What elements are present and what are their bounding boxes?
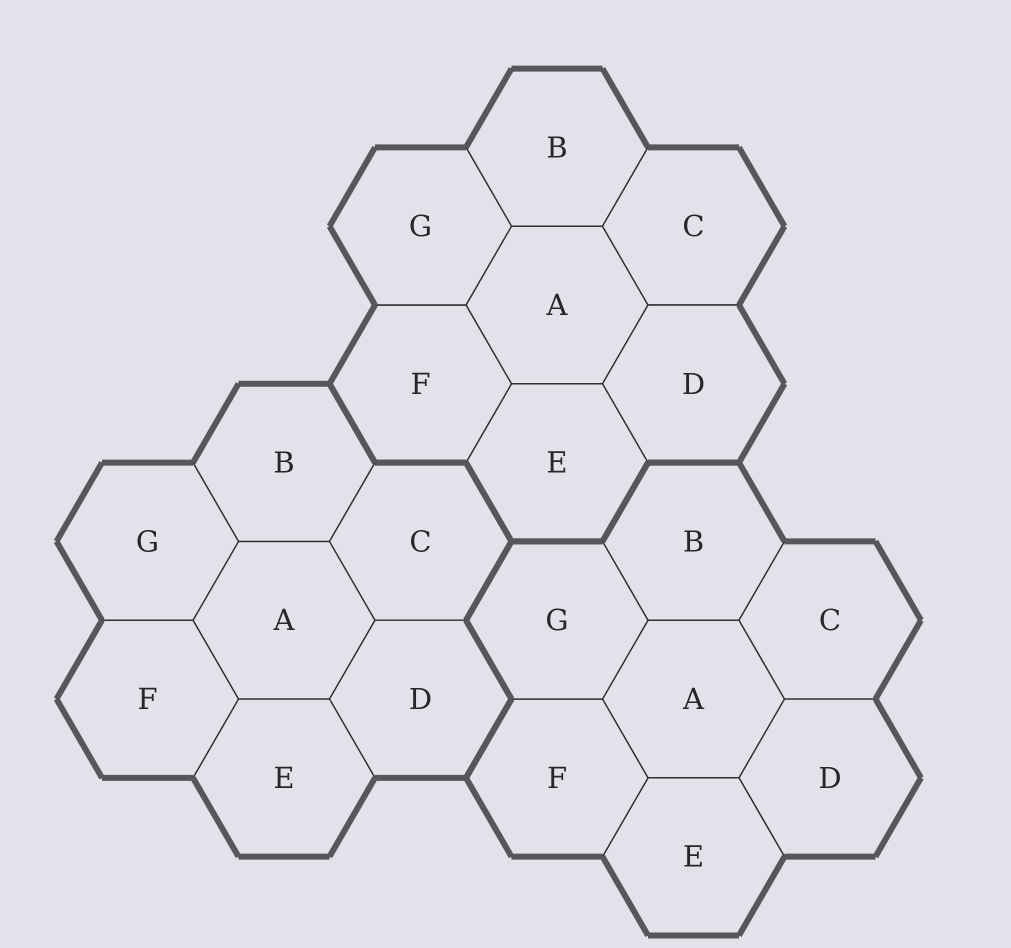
cell-label-top-e: E: [546, 446, 567, 480]
cell-label-top-g: G: [409, 209, 432, 243]
cell-labels: A B C D E F G A B C D E F G A B C D E F G: [136, 130, 842, 873]
cell-label-top-a: A: [546, 288, 569, 322]
cell-label-bottom-right-e: E: [683, 840, 704, 874]
cell-label-bottom-right-d: D: [818, 761, 841, 795]
cell-label-top-d: D: [682, 367, 705, 401]
cell-label-bottom-right-f: F: [547, 761, 567, 795]
cell-label-left-e: E: [273, 761, 294, 795]
cell-label-left-f: F: [137, 682, 157, 716]
cell-label-bottom-right-g: G: [545, 603, 568, 637]
cells-layer: [55, 67, 922, 937]
cell-label-bottom-right-b: B: [683, 524, 704, 558]
cell-label-top-c: C: [682, 209, 704, 243]
cell-label-left-b: B: [273, 446, 294, 480]
cell-label-top-f: F: [410, 367, 430, 401]
cell-label-top-b: B: [546, 130, 567, 164]
cell-label-bottom-right-c: C: [819, 603, 841, 637]
cell-label-left-a: A: [273, 603, 296, 637]
cluster-outlines: [53, 65, 924, 939]
cluster-outline-bottom-right: [463, 459, 924, 939]
cell-label-left-g: G: [136, 524, 159, 558]
cell-label-bottom-right-a: A: [682, 682, 705, 716]
cell-label-left-d: D: [409, 682, 432, 716]
cell-label-left-c: C: [409, 524, 431, 558]
